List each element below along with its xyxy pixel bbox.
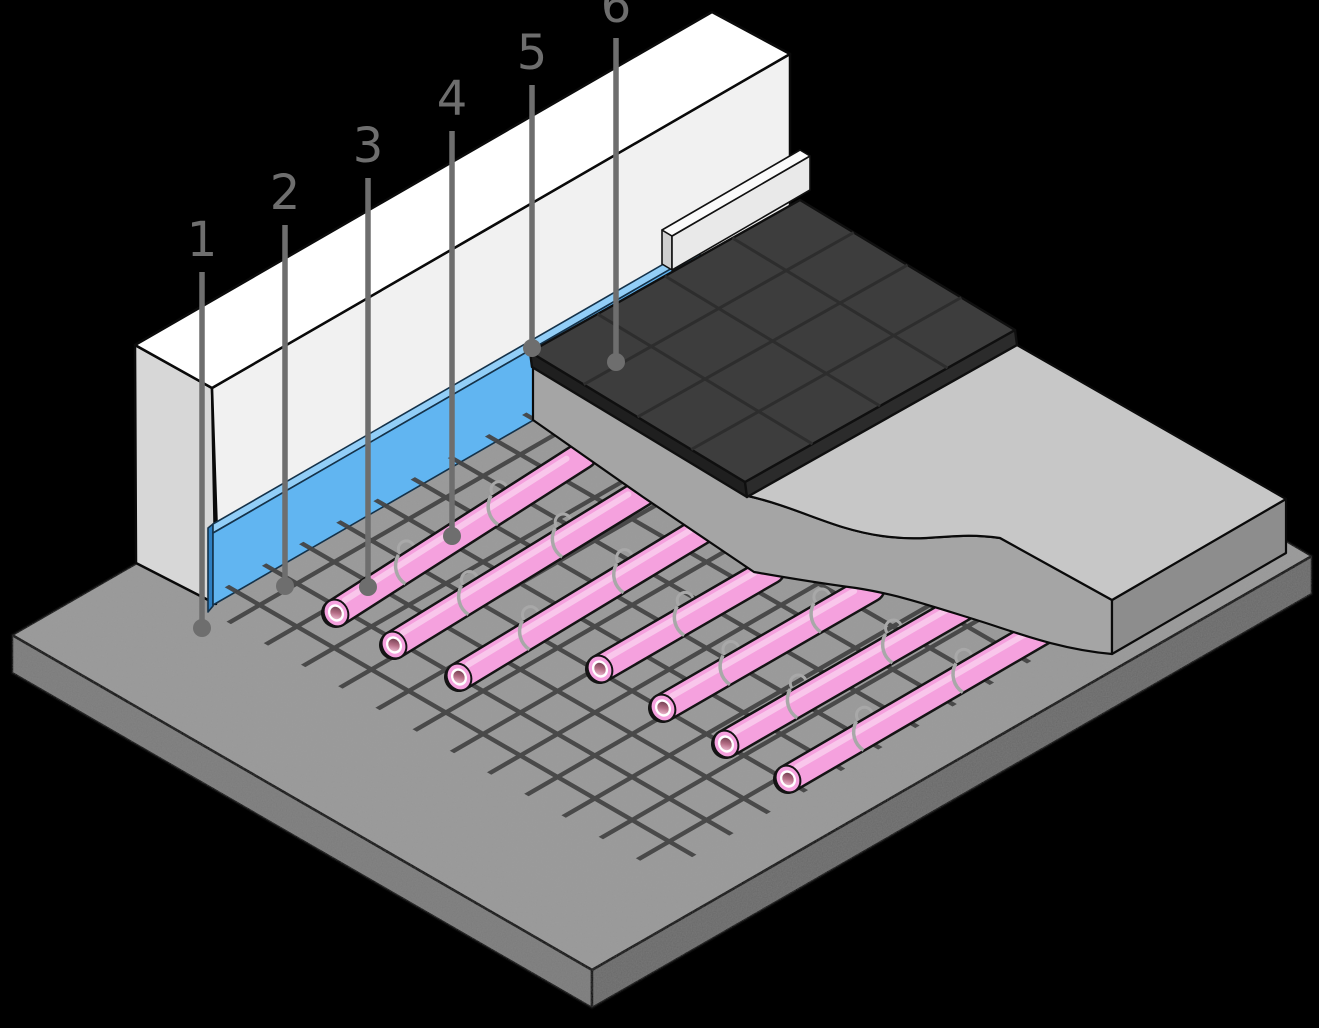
pipe-clip-strap (550, 527, 564, 559)
callout-3: 3 (353, 118, 384, 596)
heating-pipe (379, 476, 660, 660)
callout-4: 4 (437, 71, 468, 545)
skirting-board (661, 149, 811, 271)
tile-grout-lines (583, 231, 962, 451)
callout-number: 5 (517, 25, 548, 81)
pipe-clip-strap (393, 554, 407, 586)
heating-pipe (711, 584, 992, 759)
wall-top-face (133, 10, 792, 390)
pipe-clip-strap (880, 633, 894, 665)
pipe-clip-strap (456, 584, 470, 617)
callout-dot (607, 353, 625, 371)
pipe-clip-strap (612, 562, 625, 595)
callout-number: 2 (270, 165, 301, 221)
callout-number: 3 (353, 118, 384, 174)
pipe-clip-strap (809, 602, 822, 634)
pipe-open-end (445, 662, 473, 692)
pipe-open-end (774, 764, 802, 794)
pipe-clip-strap (486, 494, 500, 527)
pipe-open-end (712, 729, 740, 759)
edge-strip-left-end (207, 523, 214, 613)
screed-top-surface (746, 343, 1288, 602)
heating-pipe (444, 512, 722, 692)
pipe-open-end (649, 693, 677, 723)
callout-5: 5 (517, 25, 548, 357)
pipe-clip-strap (517, 619, 531, 652)
callout-dot (276, 577, 294, 595)
tile-floor-finish (528, 198, 1019, 499)
callout-2: 2 (270, 165, 301, 595)
callout-dot (193, 619, 211, 637)
callout-6: 6 (601, 0, 632, 371)
heating-pipe (773, 608, 1071, 794)
callout-number: 4 (437, 71, 468, 127)
pipe-clip-strap (951, 662, 964, 694)
pipe-open-end (322, 598, 350, 628)
pipe-clip-strap (851, 720, 865, 752)
pipe-open-end (586, 654, 614, 684)
pipe-clip-strap (672, 605, 686, 637)
pipe-clip-strap (785, 688, 799, 720)
skirting-top-face (661, 149, 811, 237)
pipe-open-end (380, 630, 408, 660)
callout-1: 1 (187, 212, 218, 637)
callout-dot (359, 578, 377, 596)
screed-layer (531, 343, 1288, 656)
heating-pipe (585, 555, 786, 684)
pipe-clip-strap (718, 654, 732, 686)
callout-number: 6 (601, 0, 632, 34)
callout-dot (523, 339, 541, 357)
callout-number: 1 (187, 212, 218, 268)
callout-dot (443, 527, 461, 545)
heating-pipe (648, 573, 886, 723)
